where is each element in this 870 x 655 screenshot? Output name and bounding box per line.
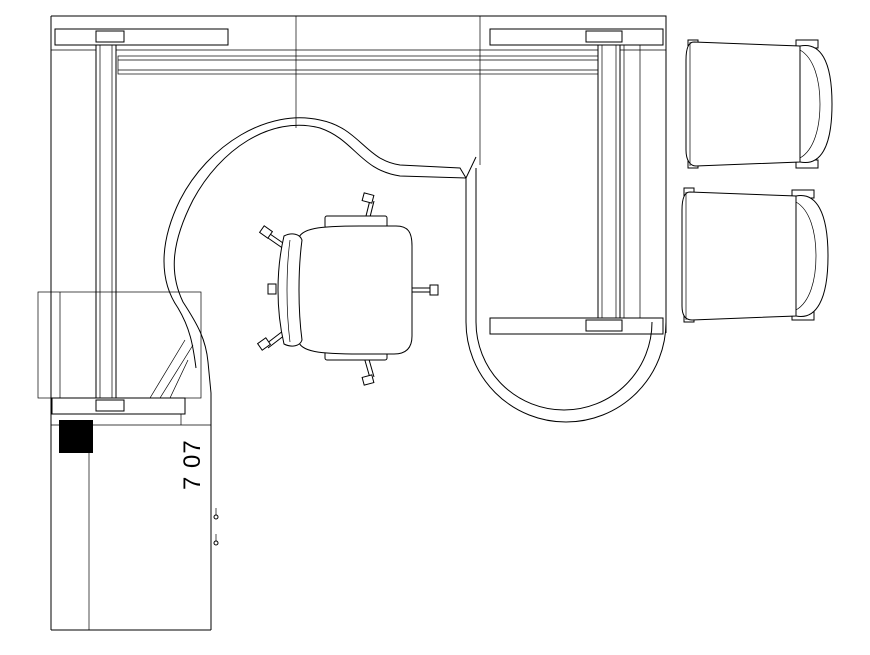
office-chair bbox=[256, 192, 439, 386]
foot-bar-top-right bbox=[489, 28, 664, 46]
desk-outline bbox=[50, 15, 667, 631]
top-beam bbox=[117, 55, 599, 75]
black-block bbox=[59, 420, 93, 453]
right-leg bbox=[597, 29, 660, 333]
foot-bar-bottom-left bbox=[51, 397, 186, 415]
drawer-handle bbox=[213, 508, 219, 520]
side-cabinet bbox=[37, 291, 202, 399]
curved-desk-edge bbox=[163, 117, 667, 423]
dimension-label: 7 07 bbox=[179, 439, 206, 490]
drawer-handle bbox=[213, 534, 219, 546]
foot-bar-top-left bbox=[54, 28, 229, 46]
guest-chair-bottom bbox=[681, 187, 829, 323]
chair-backrest bbox=[277, 233, 303, 347]
foot-bar-bottom-right bbox=[489, 317, 664, 335]
left-leg bbox=[95, 37, 117, 411]
chair-seat bbox=[294, 225, 413, 355]
guest-chair-top bbox=[685, 39, 833, 169]
chair-caster bbox=[410, 284, 439, 296]
